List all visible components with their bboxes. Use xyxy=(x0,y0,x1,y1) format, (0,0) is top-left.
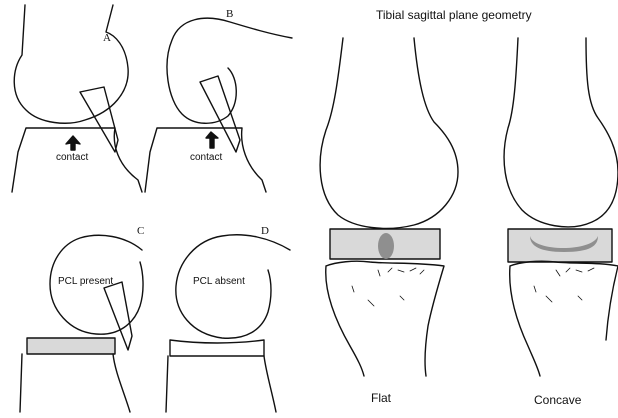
panel-a-drawing xyxy=(12,5,142,192)
femur-a xyxy=(14,5,128,123)
panel-a-letter: A xyxy=(103,32,111,44)
panel-b-letter: B xyxy=(226,8,233,20)
contact-flat xyxy=(378,233,394,259)
panel-b-drawing xyxy=(145,18,292,192)
insert-c xyxy=(27,338,115,354)
panel-a-contact-label: contact xyxy=(56,152,88,163)
panel-d-drawing xyxy=(166,235,290,412)
tibia-flat xyxy=(326,261,444,376)
right-title: Tibial sagittal plane geometry xyxy=(376,8,532,22)
panel-d-pcl-label: PCL absent xyxy=(193,276,245,287)
femur-flat xyxy=(320,38,458,228)
flat-drawing xyxy=(320,38,458,376)
caption-flat: Flat xyxy=(371,391,391,405)
ligament-b xyxy=(200,76,240,152)
contact-arrow-b xyxy=(206,132,218,148)
tibia-concave-texture xyxy=(534,268,594,302)
tibia-d xyxy=(166,356,276,412)
panel-c-pcl-label: PCL present xyxy=(58,276,113,287)
tibia-c xyxy=(20,354,130,412)
caption-concave: Concave xyxy=(534,393,581,407)
insert-concave xyxy=(508,229,612,262)
femur-concave xyxy=(504,38,618,227)
tibia-concave xyxy=(510,261,618,376)
concave-drawing xyxy=(504,38,618,376)
insert-d xyxy=(170,340,264,356)
panel-c-letter: C xyxy=(137,225,144,237)
contact-arrow-a xyxy=(66,136,80,150)
panel-b-contact-label: contact xyxy=(190,152,222,163)
panel-c-drawing xyxy=(20,235,143,412)
tibia-flat-texture xyxy=(352,268,424,306)
panel-d-letter: D xyxy=(261,225,269,237)
